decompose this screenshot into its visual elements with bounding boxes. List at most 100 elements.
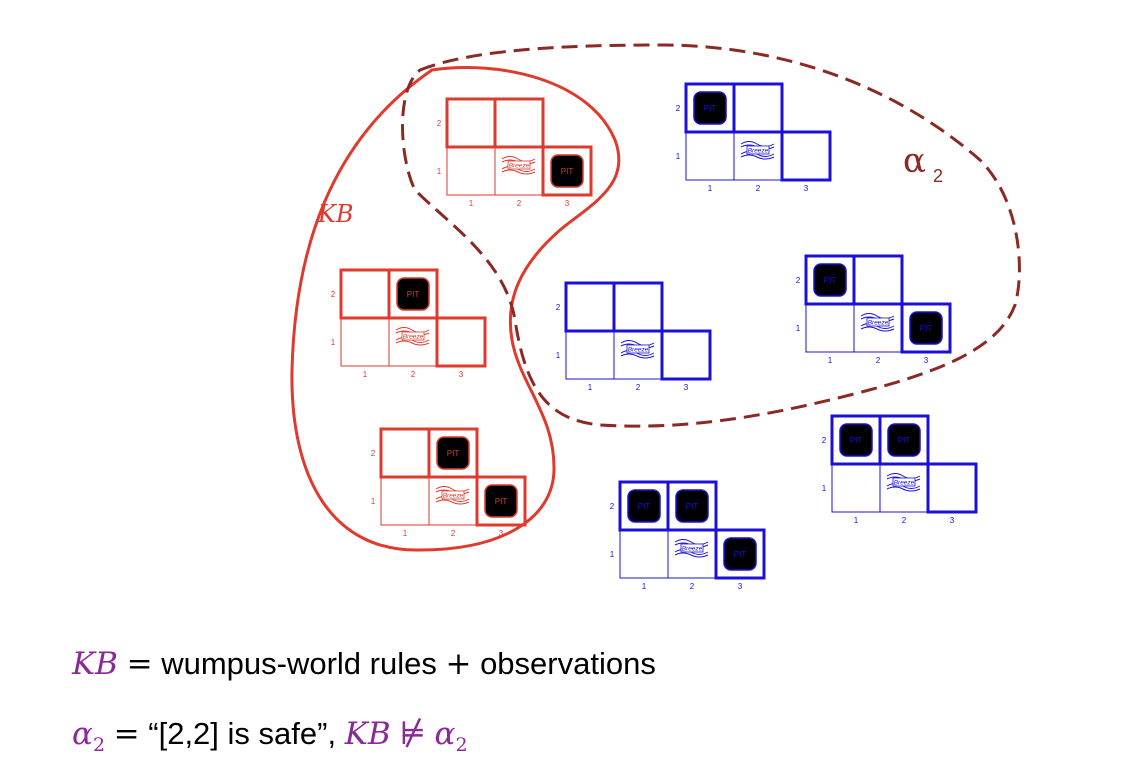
- pit-icon: [887, 423, 921, 457]
- cell-2-2: [732, 82, 784, 134]
- caption-plus: +: [445, 646, 472, 682]
- pit-label: PIT: [824, 276, 837, 285]
- col-label: 1: [642, 582, 647, 591]
- row-label: 2: [437, 119, 442, 128]
- pit-icon: [436, 436, 470, 470]
- cell-1-2: [339, 268, 391, 320]
- pit-label: PIT: [638, 502, 651, 511]
- cell-3-1: [435, 316, 487, 368]
- row-label: 1: [610, 550, 615, 559]
- col-label: 2: [756, 184, 761, 193]
- caption-equals: =: [126, 646, 153, 682]
- row-label: 1: [556, 351, 561, 360]
- col-label: 3: [924, 356, 929, 365]
- pit-icon: [550, 154, 584, 188]
- col-label: 2: [517, 199, 522, 208]
- pit-label: PIT: [898, 436, 911, 445]
- caption-line-kb: KB = wumpus-world rules + observations: [72, 646, 656, 682]
- cell-1-1: [831, 463, 881, 513]
- row-label: 2: [371, 449, 376, 458]
- cell-2-2: [493, 97, 545, 149]
- col-label: 3: [499, 529, 504, 538]
- caption-kb-symbol-2: KB: [344, 716, 391, 752]
- alpha2-label-alpha: α: [903, 141, 926, 181]
- cell-3-1: [926, 462, 978, 514]
- cell-1-1: [446, 146, 496, 196]
- cell-1-2: [379, 427, 431, 479]
- cell-3-1: [714, 528, 766, 580]
- col-label: 2: [411, 370, 416, 379]
- col-label: 1: [363, 370, 368, 379]
- pit-icon: [839, 423, 873, 457]
- col-label: 3: [950, 516, 955, 525]
- kb-region-label: KB: [317, 200, 354, 228]
- breeze-label: Breeze: [748, 148, 769, 155]
- cell-3-1: [475, 475, 527, 527]
- cell-1-2: [564, 281, 616, 333]
- col-label: 1: [854, 516, 859, 525]
- row-label: 1: [371, 497, 376, 506]
- pit-label: PIT: [920, 324, 933, 333]
- breeze-label: Breeze: [868, 320, 889, 327]
- cell-1-1: [340, 317, 390, 367]
- cell-2-1: [667, 529, 717, 579]
- cell-2-1: [388, 317, 438, 367]
- cell-1-1: [805, 303, 855, 353]
- col-label: 2: [902, 516, 907, 525]
- cell-2-2: [387, 268, 439, 320]
- cell-2-1: [853, 303, 903, 353]
- pit-label: PIT: [686, 502, 699, 511]
- breeze-icon: Breeze: [740, 141, 775, 160]
- col-label: 3: [565, 199, 570, 208]
- caption-not-entails: ⊭: [399, 716, 426, 752]
- row-label: 2: [796, 276, 801, 285]
- cell-3-1: [660, 329, 712, 381]
- col-label: 1: [708, 184, 713, 193]
- col-label: 1: [403, 529, 408, 538]
- col-label: 3: [738, 582, 743, 591]
- cell-2-1: [428, 476, 478, 526]
- cell-2-2: [427, 427, 479, 479]
- kb-region-outline: [290, 66, 621, 552]
- pit-label: PIT: [734, 550, 747, 559]
- row-label: 1: [822, 484, 827, 493]
- pit-label: PIT: [407, 290, 420, 299]
- cell-2-2: [666, 480, 718, 532]
- caption-alpha-subscript-2: 2: [455, 734, 468, 756]
- breeze-label: Breeze: [628, 347, 649, 354]
- col-label: 2: [876, 356, 881, 365]
- cell-1-1: [685, 131, 735, 181]
- row-label: 2: [556, 303, 561, 312]
- cell-1-1: [565, 330, 615, 380]
- pit-label: PIT: [561, 167, 574, 176]
- pit-icon: [396, 277, 430, 311]
- breeze-icon: Breeze: [435, 486, 470, 505]
- caption-quote: “[2,2] is safe”,: [148, 716, 337, 751]
- pit-icon: [484, 484, 518, 518]
- cell-2-2: [878, 414, 930, 466]
- cell-2-2: [852, 254, 904, 306]
- pit-icon: [813, 263, 847, 297]
- breeze-icon: Breeze: [886, 473, 921, 492]
- row-label: 2: [676, 104, 681, 113]
- cell-3-1: [780, 130, 832, 182]
- caption-kb-symbol: KB: [72, 646, 118, 682]
- breeze-label: Breeze: [403, 334, 424, 341]
- cell-2-2: [612, 281, 664, 333]
- alpha2-label-subscript: 2: [933, 166, 943, 186]
- cell-2-1: [879, 463, 929, 513]
- breeze-label: Breeze: [443, 493, 464, 500]
- breeze-icon: Breeze: [860, 313, 895, 332]
- alpha2-region-outline: [401, 43, 1021, 428]
- pit-label: PIT: [704, 104, 717, 113]
- pit-label: PIT: [447, 449, 460, 458]
- col-label: 1: [469, 199, 474, 208]
- pit-label: PIT: [495, 497, 508, 506]
- caption-rules-text: wumpus-world rules: [161, 646, 437, 681]
- pit-icon: [693, 91, 727, 125]
- cell-1-1: [619, 529, 669, 579]
